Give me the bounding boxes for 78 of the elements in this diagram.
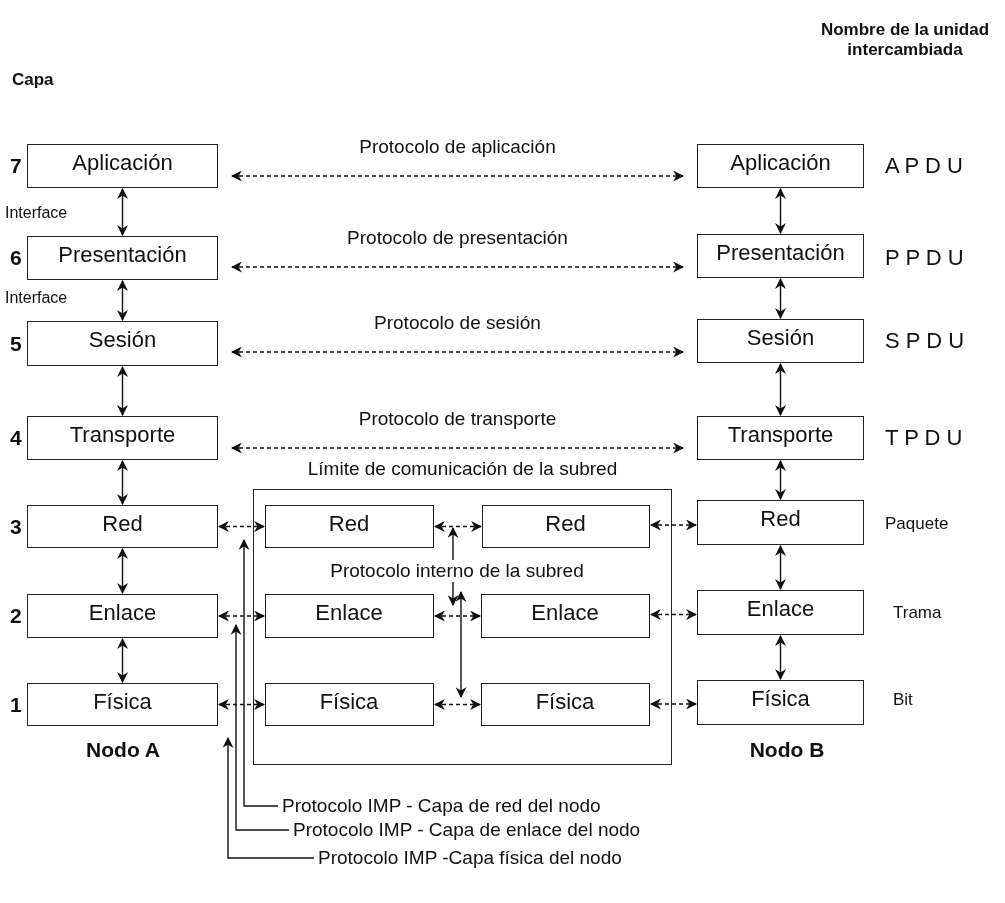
arrow [230, 346, 685, 358]
layer-box: Presentación [697, 234, 864, 278]
arrow [775, 544, 786, 591]
layer-number: 7 [10, 154, 22, 178]
arrow [649, 698, 698, 710]
layer-box: Red [697, 500, 864, 545]
layer-box: Física [264, 682, 434, 726]
arrow [117, 547, 128, 595]
arrow [775, 362, 786, 417]
node-name: Nodo B [749, 738, 825, 762]
interface-label: Interface [5, 204, 68, 222]
leader-caption: Protocolo IMP - Capa de enlace del nodo [293, 818, 733, 842]
leader-line [222, 736, 315, 859]
column-heading: Capa [12, 70, 54, 90]
leader-line [238, 538, 279, 807]
arrow [649, 519, 698, 531]
layer-box: Enlace [697, 590, 864, 635]
layer-box: Red [481, 504, 650, 548]
unit-name: P P D U [885, 245, 964, 271]
arrow [117, 637, 128, 684]
layer-box: Física [697, 680, 864, 725]
unit-name: Bit [893, 690, 913, 710]
arrow [433, 610, 482, 622]
layer-box: Transporte [27, 416, 218, 460]
layer-box: Enlace [480, 593, 650, 638]
layer-number: 1 [10, 693, 22, 717]
layer-number: 3 [10, 515, 22, 539]
arrow [117, 187, 128, 237]
arrow [117, 459, 128, 506]
arrow [775, 187, 786, 235]
unit-name: A P D U [885, 153, 963, 179]
unit-name: Paquete [885, 514, 949, 534]
boundary-heading: Límite de comunicación de la subred [306, 458, 619, 480]
column-heading: Nombre de la unidad intercambiada [820, 20, 990, 60]
layer-number: 4 [10, 426, 22, 450]
arrow [117, 279, 128, 322]
arrow [649, 609, 698, 620]
layer-box: Aplicación [27, 144, 218, 188]
leader-caption: Protocolo IMP -Capa física del nodo [318, 846, 738, 870]
arrow [433, 699, 482, 710]
arrow [775, 634, 786, 681]
layer-box: Transporte [697, 416, 864, 460]
arrow [775, 277, 786, 320]
layer-number: 2 [10, 604, 22, 628]
node-name: Nodo A [86, 738, 160, 762]
arrow [230, 442, 685, 454]
layer-box: Sesión [27, 321, 218, 366]
edge-label: Protocolo de transporte [358, 408, 557, 430]
arrow [455, 590, 467, 699]
arrow [230, 170, 685, 182]
arrow [230, 261, 685, 273]
arrow [433, 521, 483, 532]
edge-label: Protocolo de sesión [374, 312, 541, 334]
arrow [775, 459, 786, 501]
unit-name: Trama [893, 603, 942, 623]
protocol-label: Protocolo interno de la subred [328, 560, 586, 582]
arrow [217, 521, 266, 532]
arrow [117, 365, 128, 417]
layer-box: Red [27, 505, 218, 548]
layer-box: Enlace [264, 593, 434, 638]
layer-box: Presentación [27, 236, 218, 280]
layer-box: Sesión [697, 319, 864, 363]
layer-number: 5 [10, 332, 22, 356]
layer-box: Enlace [27, 594, 218, 638]
arrow [217, 699, 266, 710]
arrow [217, 610, 266, 622]
unit-name: S P D U [885, 328, 965, 354]
layer-box: Aplicación [697, 144, 864, 188]
leader-line [230, 623, 290, 831]
layer-number: 6 [10, 246, 22, 270]
layer-box: Red [264, 504, 434, 548]
layer-box: Física [27, 683, 218, 726]
interface-label: Interface [5, 289, 68, 307]
layer-box: Física [480, 682, 650, 726]
edge-label: Protocolo de aplicación [359, 136, 556, 158]
leader-caption: Protocolo IMP - Capa de red del nodo [282, 794, 712, 818]
unit-name: T P D U [885, 425, 963, 451]
edge-label: Protocolo de presentación [347, 227, 568, 249]
